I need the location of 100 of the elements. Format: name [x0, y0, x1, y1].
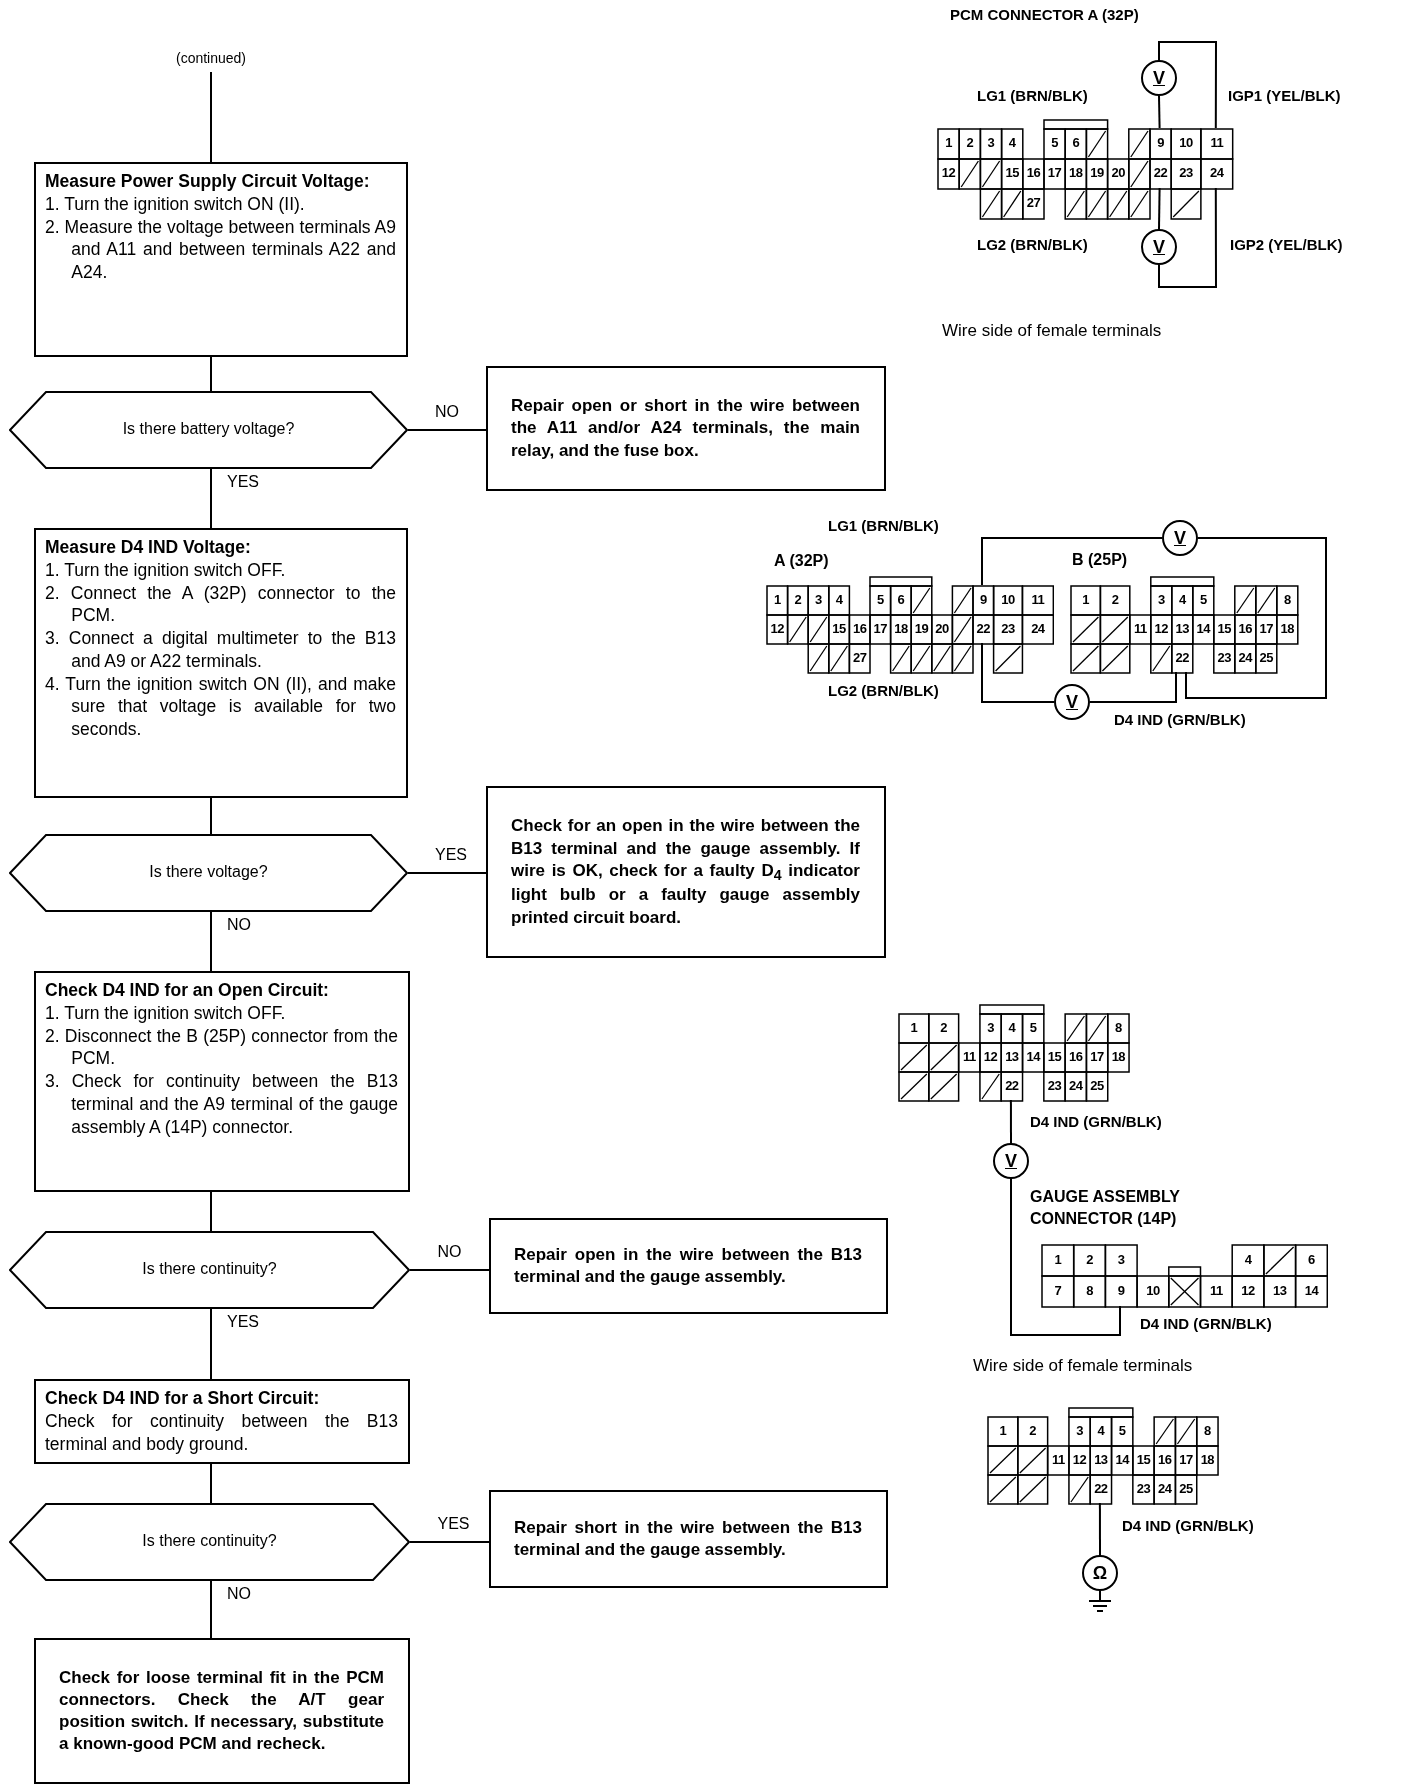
step-heading: Measure Power Supply Circuit Voltage:	[45, 170, 371, 193]
process-box	[486, 366, 886, 491]
pin-number: 6	[896, 591, 906, 608]
pin-number: 2	[1085, 1251, 1094, 1268]
pin-number: 8	[1282, 591, 1292, 608]
diagram-caption: Wire side of female terminals	[942, 321, 1162, 341]
pin-number: 11	[1208, 1282, 1224, 1299]
flow-line	[210, 1191, 212, 1232]
wire-label: LG2 (BRN/BLK)	[828, 682, 939, 699]
pin-number: 9	[978, 591, 988, 608]
process-box	[489, 1490, 888, 1588]
pin-number: 16	[1237, 620, 1254, 637]
diagram-caption: Wire side of female terminals	[973, 1356, 1193, 1376]
pin-number: 16	[1157, 1451, 1173, 1468]
pin-number: 5	[875, 591, 885, 608]
step-text: 4. Turn the ignition switch ON (II), and make sure that voltage is available for two seconds.	[45, 672, 396, 741]
pin-number: 20	[934, 620, 950, 637]
pin-number: 2	[793, 591, 803, 608]
process-box	[34, 162, 408, 357]
pin-number: 4	[1096, 1422, 1106, 1439]
pin-number: 4	[1007, 1019, 1017, 1036]
pin-number: 1	[1081, 591, 1091, 608]
pin-number: 7	[1053, 1282, 1063, 1299]
test-lead-wire	[1158, 95, 1161, 129]
test-lead-wire	[1158, 41, 1217, 129]
pin-number: 22	[975, 620, 992, 637]
pin-number: 4	[1177, 591, 1188, 608]
pin-number: 9	[1156, 135, 1165, 151]
step-text: 2. Disconnect the B (25P) connector from the PCM.	[45, 1024, 398, 1070]
pin-number: 11	[961, 1048, 977, 1065]
pin-number: 16	[1025, 165, 1042, 181]
pin-number: 6	[1071, 135, 1081, 151]
pin-number: 11	[1132, 620, 1148, 637]
pin-number: 4	[834, 591, 844, 608]
pin-number: 23	[1178, 165, 1194, 181]
pin-number: 12	[1071, 1451, 1088, 1468]
test-lead-wire	[981, 537, 1163, 586]
process-box	[34, 971, 410, 1192]
connector-title: A (32P)	[774, 552, 829, 570]
pin-number: 23	[1046, 1077, 1063, 1094]
process-box	[489, 1218, 888, 1314]
pin-number: 20	[1110, 165, 1126, 181]
meter-symbol: Ω	[1082, 1555, 1118, 1591]
pin-number: 13	[1174, 620, 1191, 637]
pin-number: 1	[998, 1422, 1008, 1439]
flow-line	[210, 911, 212, 972]
pin-number: 15	[831, 620, 847, 637]
wire-label: LG2 (BRN/BLK)	[977, 236, 1088, 253]
flow-line	[409, 1269, 490, 1271]
pin-number: 14	[1303, 1282, 1320, 1299]
pin-number: 11	[1050, 1451, 1066, 1468]
flow-line	[210, 797, 212, 835]
test-lead-wire	[1009, 1099, 1012, 1144]
process-box	[34, 1379, 410, 1464]
pin-number: 1	[944, 135, 953, 151]
pin-number: 2	[1028, 1422, 1038, 1439]
pin-number: 15	[1004, 165, 1020, 181]
pin-number: 23	[1135, 1480, 1152, 1497]
step-text: 2. Connect the A (32P) connector to the PCM.	[45, 581, 396, 627]
process-box	[34, 1638, 410, 1784]
pin-number: 3	[1116, 1251, 1126, 1268]
pin-number: 17	[872, 620, 889, 637]
step-text: 3. Connect a digital multimeter to the B13 and A9 or A22 terminals.	[45, 627, 396, 673]
wire-label: IGP2 (YEL/BLK)	[1230, 236, 1343, 253]
process-box	[34, 528, 408, 798]
pin-number: 17	[1178, 1451, 1194, 1468]
instruction-text: Repair open in the wire between the B13 terminal and the gauge assembly.	[513, 1243, 863, 1288]
wire-label: D4 IND (GRN/BLK)	[1114, 711, 1246, 728]
pin-number: 8	[1203, 1422, 1212, 1439]
instruction-text: Check for an open in the wire between the B13 terminal and the gauge assembly. If wire is OK, check for a faulty D$_{4}$ indicator light bulb or a faulty gauge assembly printed circuit board.	[510, 815, 861, 929]
pin-number: 15	[1046, 1048, 1063, 1065]
test-lead-wire	[1010, 1178, 1121, 1336]
decision-question: Is there continuity?	[141, 1532, 278, 1550]
pin-number: 18	[1110, 1048, 1127, 1065]
flow-line	[210, 71, 212, 163]
test-lead-wire	[1098, 1502, 1101, 1556]
pin-number: 22	[1152, 165, 1169, 181]
pin-number: 4	[1243, 1251, 1253, 1268]
instruction-text: Check for loose terminal fit in the PCM connectors. Check the A/T gear position switch. If necessary, substitute a known-good PCM and recheck.	[58, 1666, 385, 1756]
step-text: 2. Measure the voltage between terminals A9 and A11 and between terminals A22 and A24.	[45, 215, 396, 284]
step-text: 3. Check for continuity between the B13 terminal and the A9 terminal of the gauge assembly A (14P) connector.	[45, 1070, 398, 1139]
pin-number: 22	[1004, 1077, 1020, 1094]
wire-label: D4 IND (GRN/BLK)	[1122, 1517, 1254, 1534]
pin-number: 18	[893, 620, 909, 637]
test-lead-wire	[1089, 671, 1177, 703]
step-text: 1. Turn the ignition switch ON (II).	[45, 192, 306, 216]
pin-number: 5	[1050, 135, 1059, 151]
pin-number: 3	[814, 591, 823, 608]
pin-number: 12	[1153, 620, 1170, 637]
flow-line	[407, 872, 487, 874]
flow-line	[210, 468, 212, 529]
pin-number: 13	[1272, 1282, 1288, 1299]
pin-number: 18	[1199, 1451, 1216, 1468]
pin-number: 23	[1216, 649, 1233, 666]
pin-number: 8	[1085, 1282, 1094, 1299]
pin-number: 19	[1089, 165, 1105, 181]
pin-number: 4	[1007, 135, 1017, 151]
flow-line	[210, 356, 212, 392]
pin-number: 9	[1116, 1282, 1126, 1299]
test-lead-wire	[1185, 537, 1327, 699]
